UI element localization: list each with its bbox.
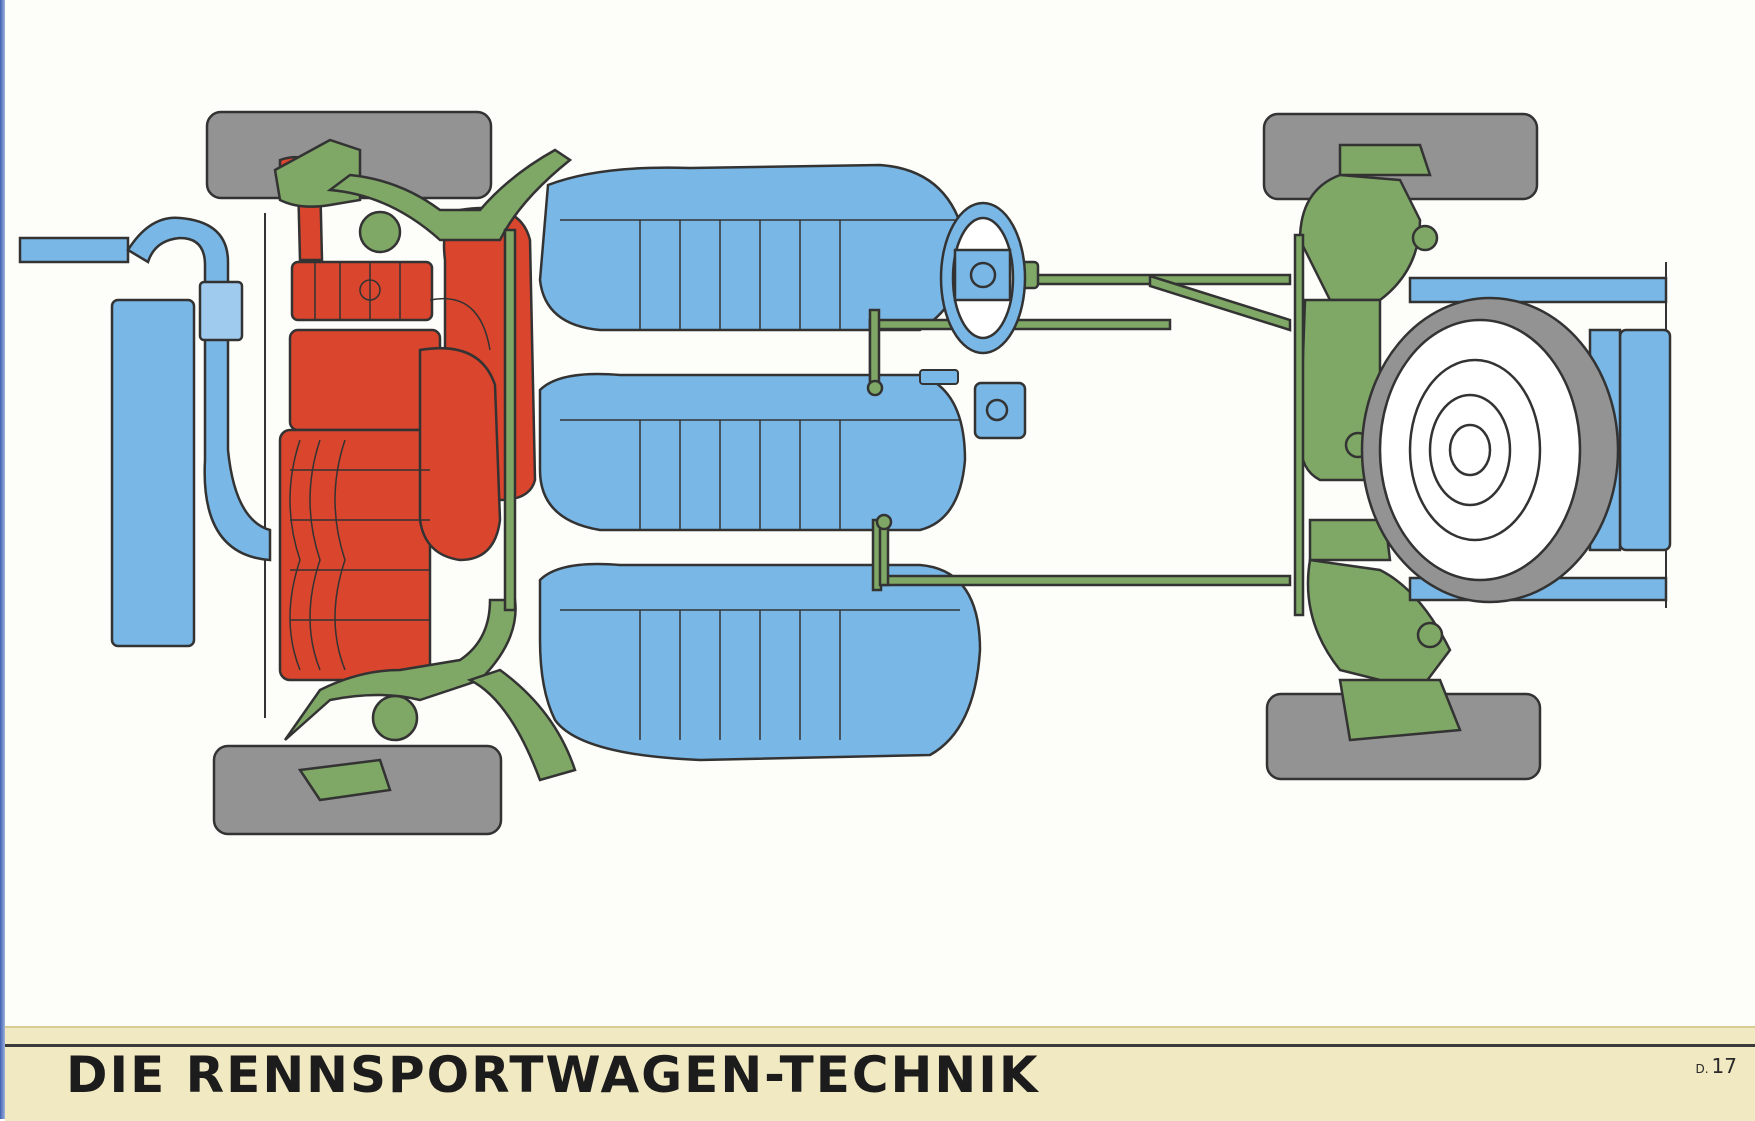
title-band xyxy=(5,1026,1755,1121)
radiator xyxy=(1618,328,1672,552)
steering-wheel xyxy=(939,201,1027,355)
muffler xyxy=(110,298,196,648)
page-number: D.17 xyxy=(1695,1046,1737,1086)
page-number-prefix: D. xyxy=(1695,1062,1709,1076)
engine-block xyxy=(288,328,442,432)
chassis xyxy=(273,138,1462,802)
gear-lever xyxy=(868,308,881,387)
seat-rear-left xyxy=(538,163,967,332)
seats xyxy=(538,163,982,762)
page-title: DIE RENNSPORTWAGEN-TECHNIK xyxy=(66,1046,1040,1104)
exhaust-system xyxy=(18,216,272,648)
spare-wheel xyxy=(1360,296,1620,604)
seat-rear-right xyxy=(538,372,967,532)
title-band-rule xyxy=(5,1044,1755,1047)
pedals xyxy=(919,369,959,385)
chassis-diagram xyxy=(18,110,1672,836)
engine-cylinders xyxy=(278,428,432,682)
page-number-value: 17 xyxy=(1711,1054,1737,1078)
fuel-filler xyxy=(973,381,1027,440)
front-suspension-top xyxy=(1338,143,1432,177)
frame-rail-bottom xyxy=(878,574,1292,587)
engine-pipe xyxy=(418,346,502,562)
page-edge xyxy=(0,0,5,1119)
engine-air-filter xyxy=(290,260,434,322)
